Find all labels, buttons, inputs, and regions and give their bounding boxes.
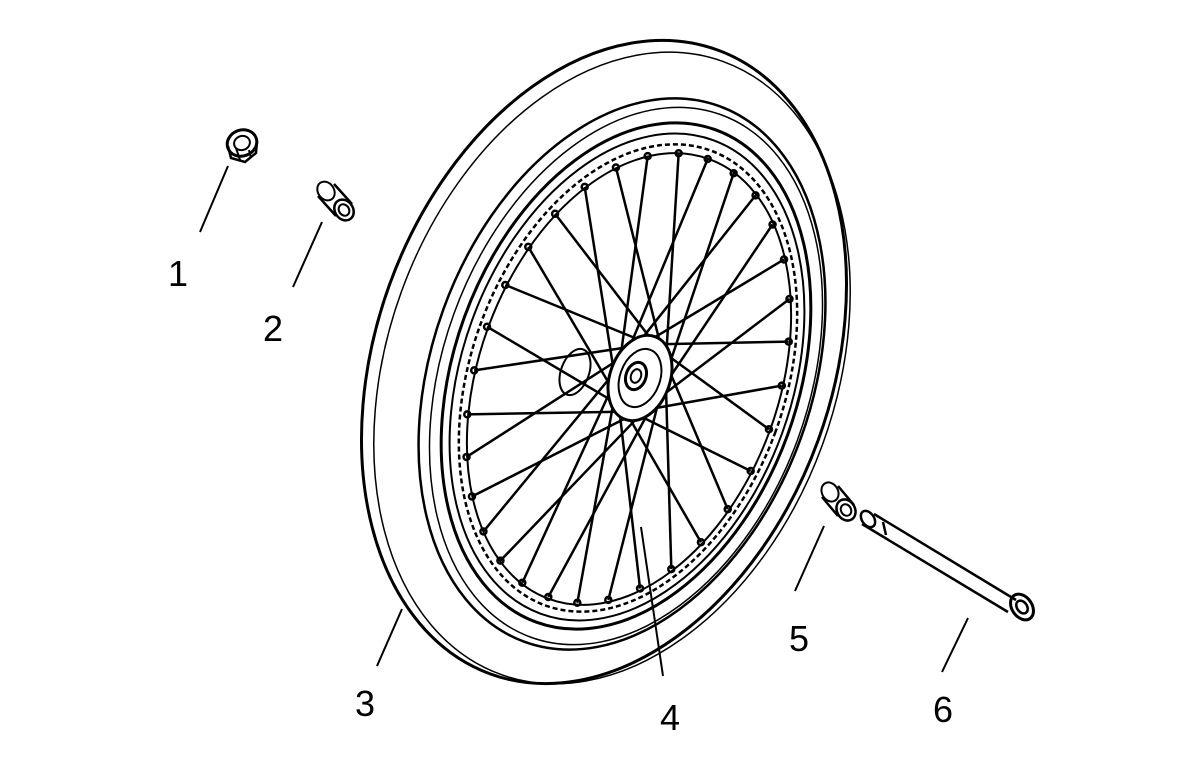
spoke-nipple xyxy=(768,220,777,229)
spoke xyxy=(607,396,661,601)
spoke xyxy=(664,223,774,385)
spoke xyxy=(576,400,615,603)
spoke-nipple xyxy=(524,242,533,252)
leader-line-3 xyxy=(376,608,403,667)
spoke-nipple xyxy=(751,191,760,200)
spoke-nipple xyxy=(643,151,652,161)
spoke xyxy=(504,283,642,342)
leader-lines xyxy=(199,165,969,677)
spoke xyxy=(465,356,622,459)
spoke-nipple xyxy=(611,163,621,172)
callout-number-2: 2 xyxy=(262,308,284,349)
spoke xyxy=(649,384,783,411)
spoke xyxy=(666,367,729,510)
callout-number-3: 3 xyxy=(354,683,376,724)
spoke xyxy=(471,415,630,498)
spoke xyxy=(664,153,680,356)
spoke xyxy=(658,298,791,399)
spoke xyxy=(486,325,615,403)
leader-line-4 xyxy=(640,526,664,677)
spoke-nipple xyxy=(777,381,787,390)
spoke-nipple xyxy=(518,578,527,587)
spoke xyxy=(554,212,653,341)
spoke xyxy=(659,340,789,346)
spoke-nipple xyxy=(482,322,492,331)
leader-line-6 xyxy=(941,617,969,673)
spoke-nipple xyxy=(467,492,477,501)
spoke-nipple xyxy=(463,410,472,419)
tire-icon xyxy=(360,38,851,686)
spoke-nipple xyxy=(550,209,560,218)
leader-line-5 xyxy=(794,525,825,592)
spoke xyxy=(639,194,757,342)
spoke-nipple xyxy=(604,595,613,605)
spoke xyxy=(664,382,673,570)
spoke-nipple xyxy=(496,556,505,565)
spacer-icon xyxy=(820,481,857,522)
spoke-nipple xyxy=(703,154,712,164)
leader-line-1 xyxy=(199,165,229,233)
spoke xyxy=(521,386,614,584)
spoke xyxy=(482,371,616,533)
spoke-nipple xyxy=(729,169,738,178)
spoked-rim-icon xyxy=(439,121,813,631)
spoke xyxy=(628,158,709,349)
callout-number-4: 4 xyxy=(659,697,681,738)
spoke xyxy=(619,155,649,360)
spoke xyxy=(527,246,614,390)
spacer-icon xyxy=(316,180,355,222)
spoke-nipple xyxy=(469,366,479,375)
spoke-nipple xyxy=(667,564,676,574)
nut-icon xyxy=(225,128,259,164)
spoke xyxy=(467,410,621,416)
spoke xyxy=(627,415,703,543)
spoke xyxy=(618,410,642,589)
spoke xyxy=(499,414,641,562)
spoke-nipple xyxy=(674,148,683,158)
spoke-nipple xyxy=(779,255,789,264)
leader-line-2 xyxy=(292,221,323,288)
axle-bolt-icon xyxy=(859,509,1035,622)
spoke xyxy=(547,407,652,598)
spoke-nipple xyxy=(462,452,471,462)
spoke xyxy=(474,345,631,372)
spoke xyxy=(638,414,752,473)
spoke-nipple xyxy=(746,466,755,476)
spoke xyxy=(666,172,735,370)
spoke-nipple xyxy=(635,584,645,593)
spoke-nipple xyxy=(544,592,553,602)
spoke xyxy=(665,353,770,431)
spoke xyxy=(614,167,662,346)
spoke xyxy=(650,258,785,341)
callout-number-5: 5 xyxy=(788,618,810,659)
spoke-nipple xyxy=(764,425,774,434)
spoke xyxy=(583,186,616,374)
spoke-nipple xyxy=(580,182,589,192)
spoke-nipple xyxy=(785,294,794,304)
spoke-nipple xyxy=(479,527,488,536)
spoke-nipple xyxy=(784,337,793,346)
spoke-nipple xyxy=(573,598,582,608)
spoke-nipple xyxy=(696,538,706,547)
spoke-nipple xyxy=(723,504,732,514)
callout-number-6: 6 xyxy=(932,689,954,730)
callout-number-1: 1 xyxy=(167,253,189,294)
spoke-nipple xyxy=(501,280,510,290)
